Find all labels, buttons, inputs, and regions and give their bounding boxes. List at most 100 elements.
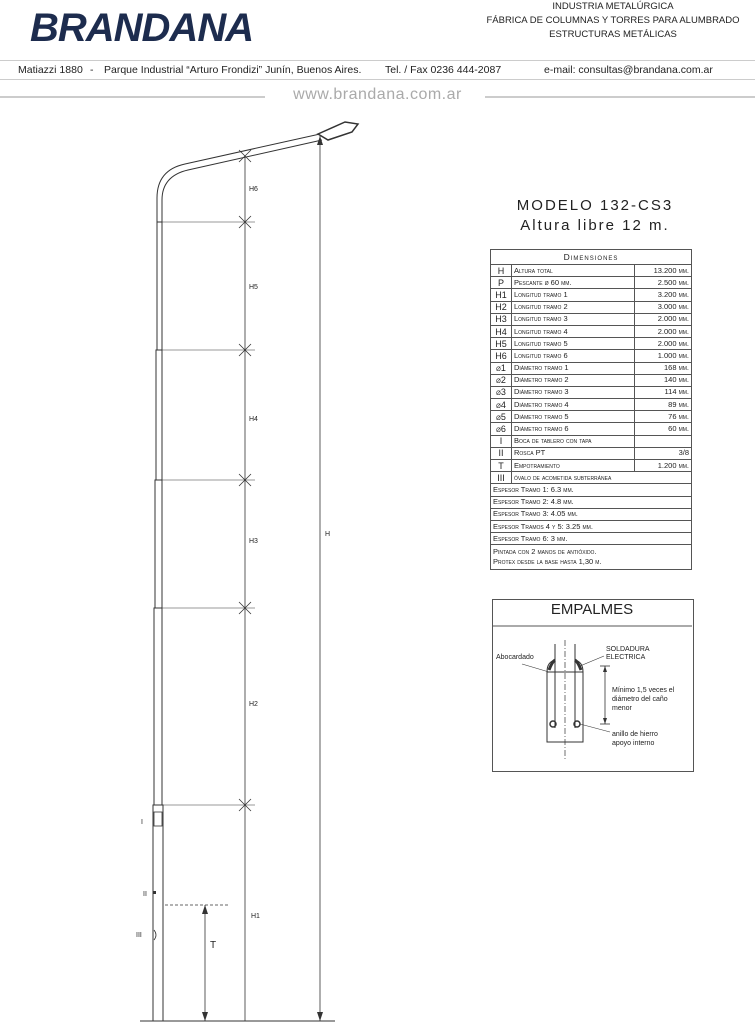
address-bar: Matiazzi 1880 - Parque Industrial “Artur… bbox=[0, 60, 755, 80]
pole-section-5 bbox=[156, 221, 163, 351]
row-symbol: ø3 bbox=[490, 385, 512, 400]
row-value: 114 mm. bbox=[634, 385, 692, 400]
row-label: Longitud tramo 2 bbox=[511, 300, 635, 314]
empalmes-box bbox=[492, 599, 694, 772]
header-line-1: INDUSTRIA METALÚRGICA bbox=[552, 1, 674, 12]
row-symbol: II bbox=[490, 446, 512, 461]
espesor-row: Espesor Tramo 2: 4.8 mm. bbox=[490, 495, 692, 509]
label-abocardado: Abocardado bbox=[496, 654, 534, 661]
row-label: Empotramiento bbox=[511, 458, 635, 473]
label-T: T bbox=[210, 940, 216, 951]
row-label: Diámetro tramo 2 bbox=[511, 373, 635, 387]
row-label: Longitud tramo 6 bbox=[511, 349, 635, 363]
row-label: Pescante ø 60 mm. bbox=[511, 276, 635, 290]
row-value: 2.500 mm. bbox=[634, 276, 692, 290]
row-value: 89 mm. bbox=[634, 398, 692, 412]
note-paint: Pintada con 2 manos de antióxido. bbox=[493, 547, 597, 557]
pole-diagram: H H1 H2 H3 H4 H5 H6 T I II III bbox=[136, 121, 360, 1022]
address-park: Parque Industrial “Arturo Frondizi” Juní… bbox=[104, 64, 362, 76]
row-value: 140 mm. bbox=[634, 373, 692, 387]
pole-section-1 bbox=[152, 804, 164, 1022]
pole-section-4 bbox=[155, 349, 163, 481]
row-label: Diámetro tramo 1 bbox=[511, 361, 635, 375]
label-I: I bbox=[141, 819, 143, 826]
row-label: Rosca PT bbox=[511, 446, 635, 461]
row-symbol: ø4 bbox=[490, 398, 512, 412]
label-minimo-3: menor bbox=[612, 705, 633, 712]
espesor-text: Espesor Tramo 1: 6.3 mm. bbox=[490, 483, 692, 497]
row-label: Longitud tramo 3 bbox=[511, 312, 635, 326]
row-symbol: ø6 bbox=[490, 422, 512, 436]
label-H: H bbox=[325, 531, 330, 538]
label-II: II bbox=[143, 891, 147, 898]
address-street: Matiazzi 1880 bbox=[18, 64, 83, 76]
email-link[interactable]: e-mail: consultas@brandana.com.ar bbox=[544, 64, 713, 76]
row-symbol: ø2 bbox=[490, 373, 512, 387]
pole-arm-inner bbox=[161, 139, 323, 222]
row-value: 1.000 mm. bbox=[634, 349, 692, 363]
row-value: 3.200 mm. bbox=[634, 288, 692, 302]
ovalo-marker bbox=[153, 929, 157, 941]
label-soldadura-2: ELECTRICA bbox=[606, 654, 646, 661]
row-label: Altura total bbox=[511, 263, 635, 278]
row-value: 1.200 mm. bbox=[634, 458, 692, 473]
row-symbol: ø1 bbox=[490, 361, 512, 375]
row-label: Boca de tablero con tapa bbox=[511, 434, 635, 448]
notes-row: Pintada con 2 manos de antióxido.Protex … bbox=[490, 544, 692, 571]
header-line-3: ESTRUCTURAS METÁLICAS bbox=[549, 29, 677, 40]
espesor-row: Espesor Tramo 6: 3 mm. bbox=[490, 532, 692, 546]
row-symbol: ø5 bbox=[490, 410, 512, 424]
brandana-logo: BRANDANA bbox=[30, 6, 254, 50]
label-anillo-2: apoyo interno bbox=[612, 740, 655, 747]
label-H2: H2 bbox=[249, 701, 258, 708]
rosca-marker bbox=[153, 891, 156, 894]
espesor-text: Espesor Tramo 6: 3 mm. bbox=[490, 532, 692, 546]
label-minimo-2: diámetro del caño bbox=[612, 696, 668, 703]
row-symbol: H4 bbox=[490, 324, 512, 339]
row-symbol: H1 bbox=[490, 288, 512, 302]
espesor-text: Espesor Tramos 4 y 5: 3.25 mm. bbox=[490, 519, 692, 534]
row-value: 2.000 mm. bbox=[634, 324, 692, 339]
espesor-row: Espesor Tramos 4 y 5: 3.25 mm. bbox=[490, 519, 692, 534]
row-value: 76 mm. bbox=[634, 410, 692, 424]
label-H5: H5 bbox=[249, 284, 258, 291]
tablero-marker bbox=[153, 811, 163, 827]
row-symbol: P bbox=[490, 276, 512, 290]
row-label: Diámetro tramo 3 bbox=[511, 385, 635, 400]
row-label: Diámetro tramo 6 bbox=[511, 422, 635, 436]
row-value: 2.000 mm. bbox=[634, 312, 692, 326]
label-anillo-1: anillo de hierro bbox=[612, 731, 658, 738]
model-height: Altura libre 12 m. bbox=[520, 217, 670, 234]
row-label: Diámetro tramo 4 bbox=[511, 398, 635, 412]
website-link[interactable]: www.brandana.com.ar bbox=[293, 86, 462, 103]
row-label: Diámetro tramo 5 bbox=[511, 410, 635, 424]
row-value: 2.000 mm. bbox=[634, 337, 692, 351]
row-label: óvalo de acometida subterránea bbox=[511, 471, 692, 485]
label-H6: H6 bbox=[249, 186, 258, 193]
label-III: III bbox=[136, 932, 142, 939]
espesor-row: Espesor Tramo 1: 6.3 mm. bbox=[490, 483, 692, 497]
espesor-text: Espesor Tramo 2: 4.8 mm. bbox=[490, 495, 692, 509]
label-minimo-1: Mínimo 1,5 veces el bbox=[612, 687, 675, 694]
label-soldadura-1: SOLDADURA bbox=[606, 646, 650, 653]
divider-left bbox=[0, 96, 265, 98]
model-name: MODELO 132-CS3 bbox=[516, 197, 674, 214]
label-H1: H1 bbox=[251, 913, 260, 920]
espesor-row: Espesor Tramo 3: 4.05 mm. bbox=[490, 507, 692, 521]
row-symbol: H3 bbox=[490, 312, 512, 326]
